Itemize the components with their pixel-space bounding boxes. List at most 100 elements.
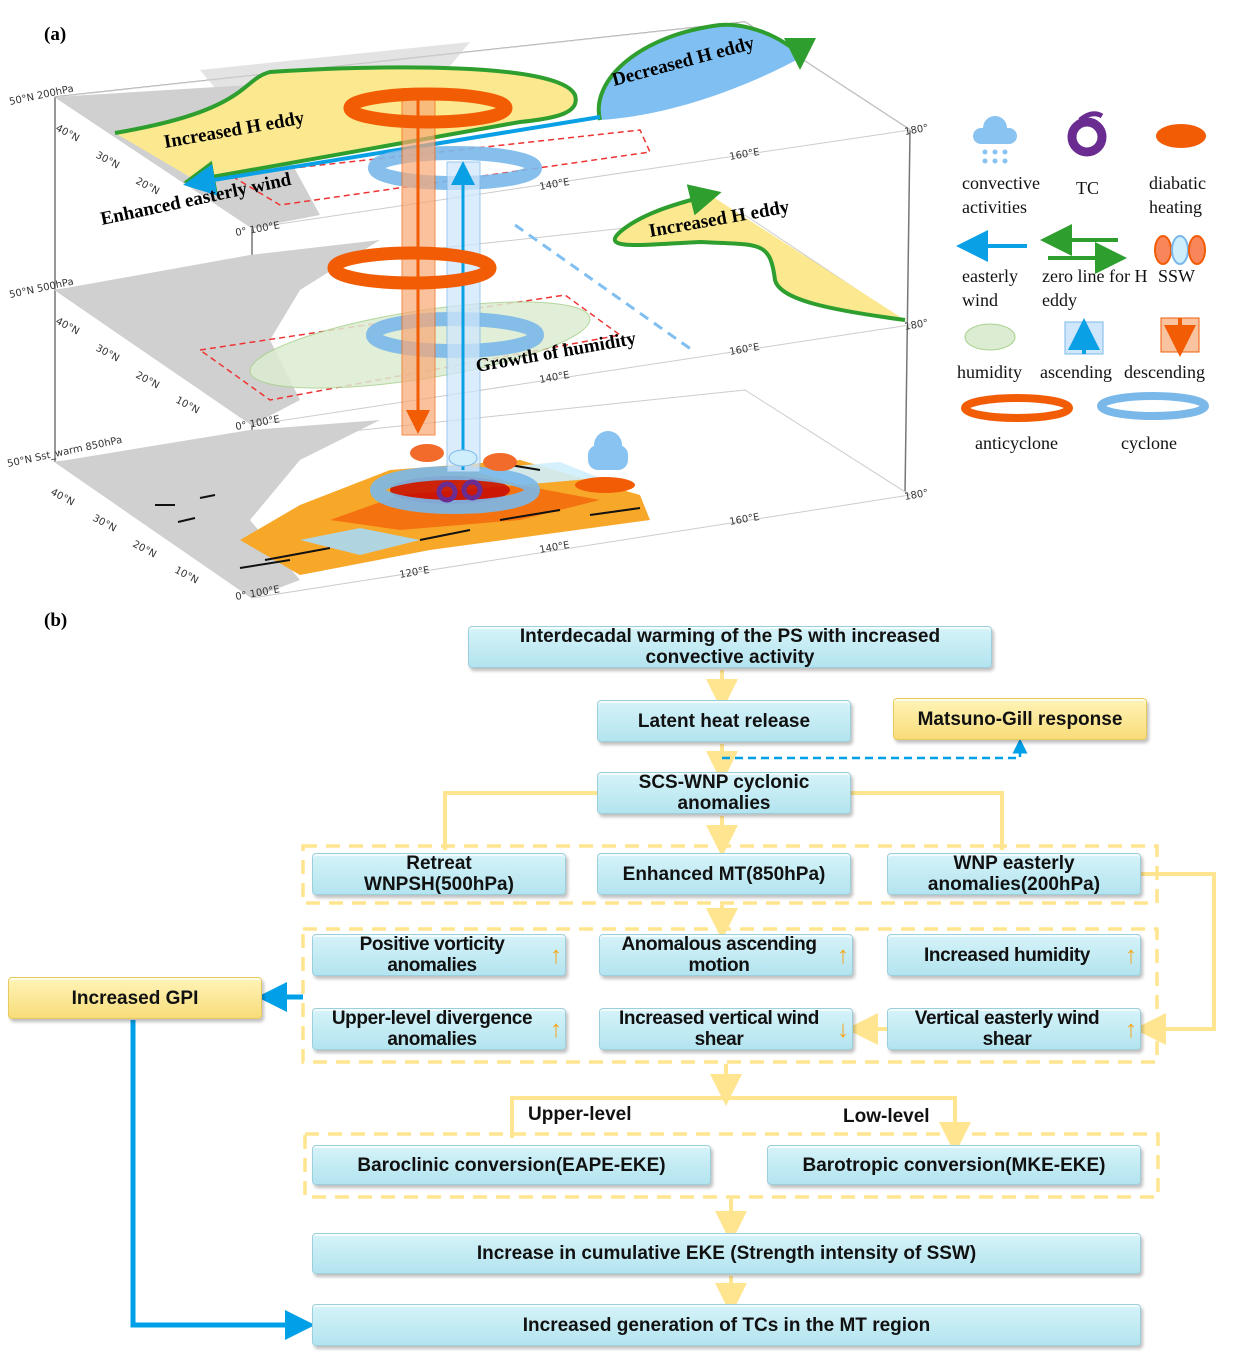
legend-label-tc: TC [1076, 178, 1100, 198]
matsuno-dashed-arrow [722, 738, 1028, 760]
panel-b-label: (b) [44, 610, 68, 631]
lat-tick: 30°N [94, 150, 121, 172]
lon-tick: 160°E [729, 512, 761, 528]
trend-up-icon: ↑ [837, 941, 849, 969]
box-enhanced-mt: Enhanced MT(850hPa) [597, 853, 851, 895]
trend-up-icon: ↑ [550, 941, 562, 969]
legend-label-diabatic: diabatic heating [1149, 173, 1206, 217]
lat-tick: 40°N [54, 316, 81, 338]
box-baroclinic: Baroclinic conversion(EAPE-EKE) [312, 1145, 711, 1185]
legend-label-anticyclone: anticyclone [975, 433, 1058, 453]
diabatic-heating-legend-icon [1156, 124, 1206, 148]
legend-label-convective: convective activities [962, 173, 1040, 217]
box-matsuno-gill: Matsuno-Gill response [893, 698, 1147, 740]
decreased-h-eddy [598, 24, 800, 120]
lat-tick: 40°N [49, 487, 76, 509]
tc-icon [436, 479, 483, 503]
box-increased-humidity: Increased humidity ↑ [887, 934, 1141, 976]
lon-tick: 160°E [729, 342, 761, 358]
box-upper-divergence: Upper-level divergence anomalies ↑ [312, 1008, 566, 1050]
box-text: Anomalous ascending motion [621, 934, 817, 976]
lat-tick: 20°N [134, 370, 161, 392]
legend-label-descending: descending [1124, 362, 1205, 382]
wind-vectors [155, 464, 641, 569]
legend-label-easterly: easterly wind [962, 266, 1018, 310]
legend-icons [956, 111, 1209, 422]
ssw-blob [448, 449, 478, 467]
link-dashed-line [514, 223, 696, 354]
box-text: Vertical easterly wind shear [914, 1008, 1100, 1050]
lat-tick: 30°N [94, 343, 121, 365]
branch-label-low: Low-level [843, 1106, 930, 1127]
lat-tick: 20°N [134, 176, 161, 198]
box-text: Upper-level divergence anomalies [331, 1008, 533, 1050]
level-label-200: 50°N 200hPa [8, 84, 74, 108]
lon-tick: 160°E [729, 147, 761, 163]
box-increased-gpi: Increased GPI [8, 977, 262, 1019]
ssw-legend-icon [1154, 235, 1206, 265]
group-dashed-frames [301, 844, 1160, 1199]
anticyclone-legend-icon [961, 394, 1073, 422]
box-text: Positive vorticity anomalies [359, 934, 505, 976]
zero-line-legend-icon [1040, 224, 1127, 274]
lat-tick: 10°N [173, 565, 200, 587]
flowchart-connectors [130, 670, 1216, 1340]
panel-a-diagram: 50°N 200hPa 50°N 500hPa 50°N Sst_warm 85… [6, 21, 1209, 603]
cloud-rain-icon [973, 116, 1017, 164]
legend-label-ssw: SSW [1158, 266, 1196, 286]
box-tc-generation: Increased generation of TCs in the MT re… [312, 1304, 1141, 1346]
box-vertical-wind-shear: Increased vertical wind shear ↓ [599, 1008, 853, 1050]
anticyclone-rings [327, 87, 513, 290]
box-text: Increased humidity [924, 944, 1090, 966]
region-box-200 [227, 129, 652, 206]
yellow-connectors [301, 670, 1216, 1315]
lon-tick: 180° [904, 488, 930, 503]
trend-down-icon: ↓ [837, 1015, 849, 1043]
descending-legend-icon [1160, 317, 1200, 357]
zero-line-mid [612, 184, 906, 322]
box-text: Increased vertical wind shear [619, 1008, 819, 1050]
lon-tick: 180° [904, 123, 930, 138]
legend-label-cyclone: cyclone [1121, 433, 1177, 453]
trend-up-icon: ↑ [1125, 1015, 1137, 1043]
tc-legend-icon [1067, 111, 1107, 157]
lat-tick: 20°N [131, 539, 158, 561]
box-retreat-wnpsh: Retreat WNPSH(500hPa) [312, 853, 566, 895]
box-barotropic: Barotropic conversion(MKE-EKE) [767, 1145, 1141, 1185]
easterly-wind-arrow [183, 115, 601, 196]
box-positive-vorticity: Positive vorticity anomalies ↑ [312, 934, 566, 976]
legend-label-ascending: ascending [1040, 362, 1112, 382]
cyclone-legend-icon [1097, 392, 1209, 420]
trend-up-icon: ↑ [550, 1015, 562, 1043]
lat-tick: 10°N [174, 395, 201, 417]
convective-cloud-icon [575, 431, 635, 493]
zero-line-decreased [596, 22, 816, 121]
box-latent-heat: Latent heat release [597, 700, 851, 742]
zero-line-top [114, 65, 578, 193]
trend-up-icon: ↑ [1125, 941, 1137, 969]
lon-tick: 140°E [539, 370, 571, 386]
diabatic-heating-blob [483, 453, 517, 471]
lon-tick: 140°E [539, 177, 571, 193]
box-cumulative-eke: Increase in cumulative EKE (Strength int… [312, 1233, 1141, 1274]
lon-tick: 140°E [539, 540, 571, 556]
box-scs-wnp: SCS-WNP cyclonic anomalies [597, 772, 851, 814]
box-warming: Interdecadal warming of the PS with incr… [468, 626, 992, 668]
lon-tick: 0° 100°E [235, 220, 281, 239]
legend-label-humidity: humidity [957, 362, 1023, 382]
lat-tick: 40°N [54, 123, 81, 145]
region-box-500 [198, 294, 622, 401]
panel-a-label: (a) [44, 24, 67, 45]
humidity-legend-icon [964, 323, 1016, 351]
lon-tick: 180° [904, 318, 930, 333]
box-vertical-easterly-shear: Vertical easterly wind shear ↑ [887, 1008, 1141, 1050]
legend-label-zero-line: zero line for H eddy [1042, 266, 1148, 310]
diabatic-heating-blob [410, 444, 444, 462]
lat-tick: 30°N [91, 513, 118, 535]
increased-h-eddy-mid [614, 195, 905, 320]
gpi-to-tcs-arrow [130, 1020, 315, 1340]
box-wnp-easterly: WNP easterly anomalies(200hPa) [887, 853, 1141, 895]
ascending-legend-icon [1064, 318, 1104, 355]
box-anomalous-ascending: Anomalous ascending motion ↑ [599, 934, 853, 976]
branch-label-upper: Upper-level [528, 1104, 632, 1125]
